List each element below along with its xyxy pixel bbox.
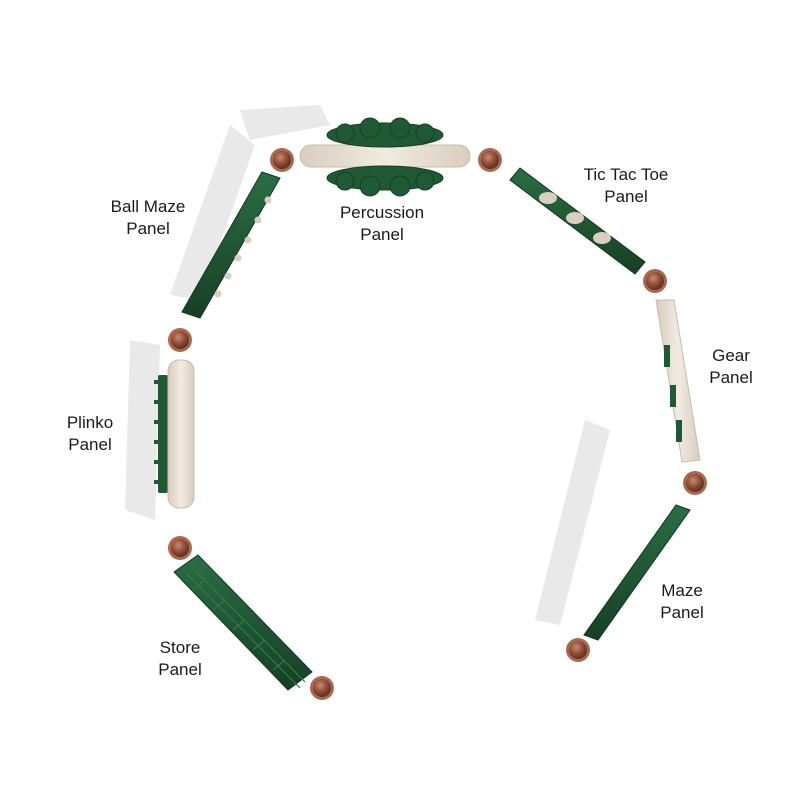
label-line: Gear: [712, 346, 750, 365]
post-6: [168, 328, 192, 352]
maze-panel-label: Maze Panel: [645, 580, 719, 624]
store-panel-label: Store Panel: [140, 637, 220, 681]
label-line: Ball Maze: [110, 197, 186, 216]
label-line: Panel: [709, 368, 753, 387]
label-line: Tic Tac Toe: [583, 165, 669, 184]
post-2: [478, 148, 502, 172]
post-7: [168, 536, 192, 560]
post-4: [683, 471, 707, 495]
label-line: Panel: [360, 225, 404, 244]
post-5: [566, 638, 590, 662]
percussion-panel: [299, 117, 471, 197]
tic-tac-toe-panel-label: Tic Tac Toe Panel: [566, 164, 686, 208]
panel-shadows: [125, 105, 610, 625]
plinko-panel-label: Plinko Panel: [50, 412, 130, 456]
label-line: Percussion: [339, 203, 425, 222]
maze-panel: [583, 504, 691, 641]
ball-maze-panel-label: Ball Maze Panel: [96, 196, 200, 240]
store-panel: [173, 554, 313, 691]
label-line: Maze: [661, 581, 703, 600]
plinko-panel: [154, 359, 195, 509]
label-line: Panel: [158, 660, 202, 679]
label-line: Plinko: [66, 413, 114, 432]
percussion-panel-label: Percussion Panel: [322, 202, 442, 246]
post-3: [643, 269, 667, 293]
post-1: [270, 148, 294, 172]
post-8: [310, 676, 334, 700]
tic-tac-toe-panel: [509, 167, 646, 275]
ball-maze-panel: [181, 171, 281, 319]
label-line: Store: [159, 638, 201, 657]
gear-panel: [655, 299, 701, 463]
label-line: Panel: [604, 187, 648, 206]
label-line: Panel: [660, 603, 704, 622]
gear-panel-label: Gear Panel: [696, 345, 766, 389]
label-line: Panel: [126, 219, 170, 238]
post-connectors: [168, 148, 707, 700]
label-line: Panel: [68, 435, 112, 454]
